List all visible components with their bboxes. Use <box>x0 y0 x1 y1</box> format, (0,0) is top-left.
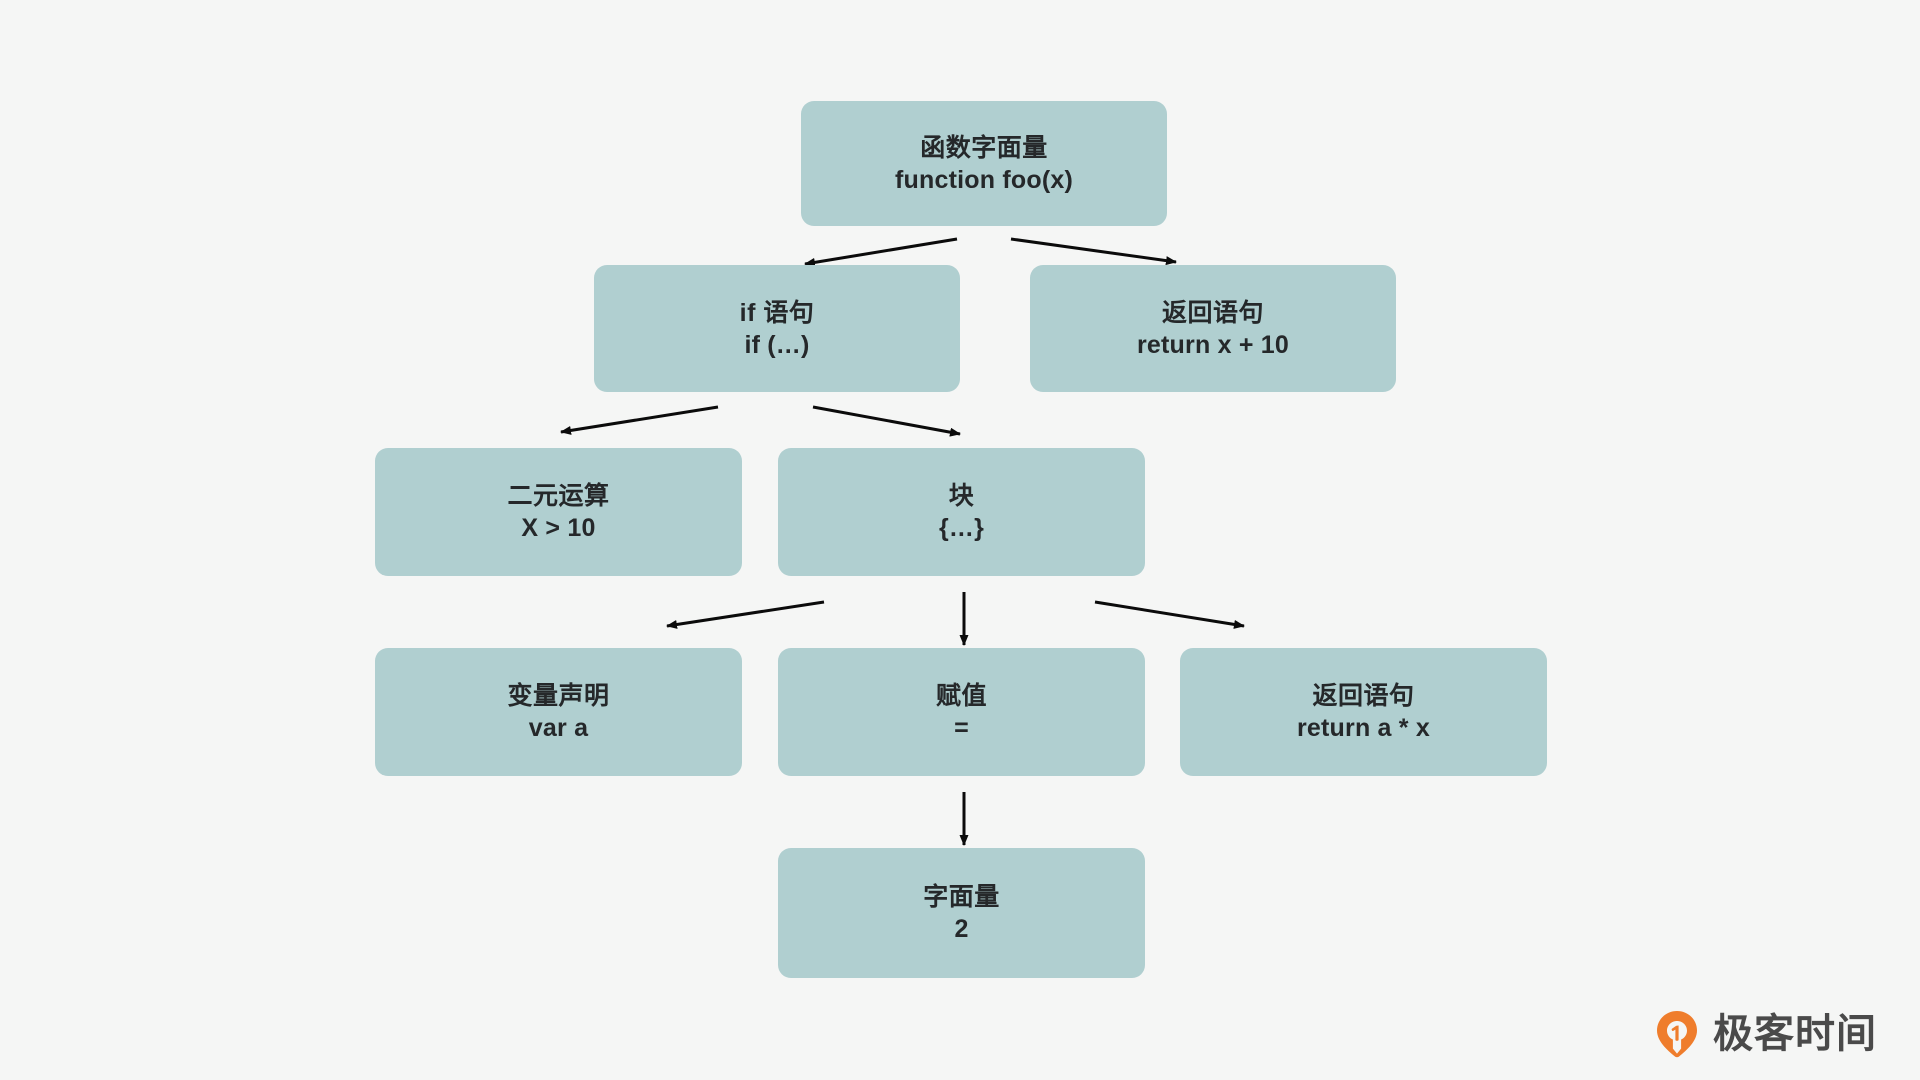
node-code-label: = <box>954 714 969 742</box>
node-code-label: function foo(x) <box>895 165 1073 194</box>
watermark: 极客时间 <box>1654 1006 1904 1062</box>
watermark-text: 极客时间 <box>1713 1011 1877 1057</box>
node-code-label: var a <box>528 714 589 742</box>
node-type-label: if 语句 <box>739 298 815 327</box>
node-code-label: {…} <box>938 514 985 542</box>
node-literal[interactable]: 字面量 2 <box>778 848 1145 978</box>
node-if-statement[interactable]: if 语句 if (…) <box>594 265 960 392</box>
node-function-literal[interactable]: 函数字面量 function foo(x) <box>801 101 1167 226</box>
edge-block-to-variable-declaration <box>666 600 825 629</box>
geektime-logo-icon <box>1654 1010 1700 1058</box>
node-type-label: 字面量 <box>923 883 1000 911</box>
node-assignment[interactable]: 赋值 = <box>778 648 1145 776</box>
node-code-label: if (…) <box>744 330 810 359</box>
node-variable-declaration[interactable]: 变量声明 var a <box>375 648 742 776</box>
node-block[interactable]: 块 {…} <box>778 448 1145 576</box>
edge-block-to-return-statement-2 <box>1094 600 1245 629</box>
edge-if-statement-to-binary-operation <box>560 405 719 435</box>
node-code-label: return a * x <box>1296 714 1430 742</box>
edge-function-literal-to-if-statement <box>804 237 958 267</box>
node-binary-operation[interactable]: 二元运算 X > 10 <box>375 448 742 576</box>
node-type-label: 块 <box>948 482 975 510</box>
node-type-label: 返回语句 <box>1161 298 1264 327</box>
node-code-label: return x + 10 <box>1137 330 1289 359</box>
node-type-label: 函数字面量 <box>920 133 1048 162</box>
edge-function-literal-to-return-statement-1 <box>1010 237 1177 266</box>
node-type-label: 赋值 <box>935 682 987 710</box>
node-code-label: X > 10 <box>521 514 596 542</box>
node-code-label: 2 <box>954 915 969 943</box>
node-type-label: 二元运算 <box>507 482 610 510</box>
node-return-statement-1[interactable]: 返回语句 return x + 10 <box>1030 265 1396 392</box>
edge-if-statement-to-block <box>812 405 961 437</box>
node-type-label: 变量声明 <box>507 682 610 710</box>
node-return-statement-2[interactable]: 返回语句 return a * x <box>1180 648 1547 776</box>
node-type-label: 返回语句 <box>1312 682 1415 710</box>
